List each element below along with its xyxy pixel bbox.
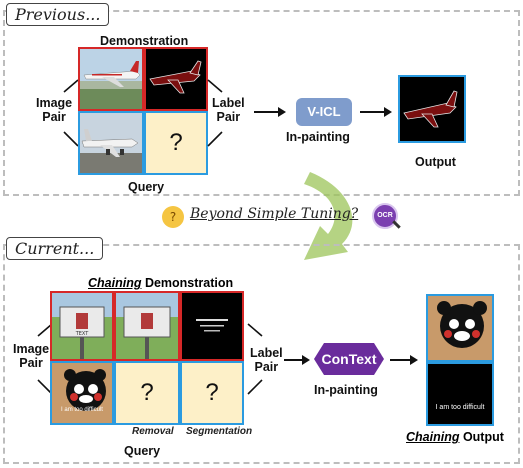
billboard-photo-image: TEXT [52, 293, 112, 359]
query-airplane-image [80, 129, 142, 173]
output-label: Output [415, 155, 456, 169]
output-word: Output [459, 430, 504, 444]
image-pair-label: Image Pair [36, 96, 73, 124]
output-caption-text: I am too difficult [435, 404, 485, 411]
segmentation-label: Segmentation [186, 426, 253, 437]
output-mask-image [403, 90, 458, 128]
context-inpainting-label: In-painting [314, 383, 378, 397]
current-label-pair-bracket [247, 323, 263, 395]
query-airplane-photo [78, 111, 144, 175]
airplane-mask-image [149, 60, 202, 94]
current-query-label: Query [124, 444, 161, 458]
previous-panel [3, 10, 520, 196]
vicl-inpainting-label: In-painting [286, 130, 350, 144]
ocr-magnifier-icon: OCR [372, 203, 402, 233]
kumamon-photo-image [64, 369, 106, 411]
removal-label: Removal [132, 426, 174, 437]
context-hexagon-shape [314, 343, 384, 375]
output-kumamon-image [437, 301, 487, 348]
demonstration-word: Demonstration [141, 276, 234, 290]
query-kumamon-photo: I am too difficult [50, 361, 114, 425]
curved-transition-arrow [304, 172, 353, 260]
demonstration-label: Demonstration [100, 34, 189, 48]
query-caption-text: I am too difficult [61, 407, 103, 413]
image-pair-bracket [63, 79, 79, 147]
chaining-output-label: Chaining Output [406, 430, 504, 444]
arrow-to-vicl [254, 107, 286, 117]
current-image-pair-bracket [37, 323, 53, 395]
arrow-to-chaining-output [390, 355, 418, 365]
context-model-button: ConText [314, 343, 384, 375]
removal-unknown-cell: ? [114, 361, 180, 425]
query-label: Query [128, 180, 165, 194]
segmentation-unknown-cell: ? [180, 361, 244, 425]
label-pair-bracket [207, 79, 223, 147]
arrow-to-context [284, 355, 310, 365]
text-segmentation-image [196, 319, 228, 332]
context-label: ConText [321, 351, 377, 367]
current-tag: Current... [6, 237, 104, 260]
chaining-word: Chaining [88, 276, 142, 290]
beyond-simple-tuning-question: Beyond Simple Tuning? [190, 206, 359, 222]
demo-billboard-photo: TEXT [50, 291, 114, 361]
airplane-photo-image [80, 61, 142, 109]
output-chaining-word: Chaining [406, 430, 460, 444]
arrow-to-output [360, 107, 392, 117]
previous-output-image [398, 75, 466, 143]
chaining-demonstration-label: Chaining Demonstration [88, 276, 233, 290]
svg-text:TEXT: TEXT [75, 331, 90, 337]
demo-text-segmentation [180, 291, 244, 361]
demo-airplane-mask [144, 47, 208, 111]
current-label-pair-label: Label Pair [250, 346, 283, 374]
query-unknown-cell: ? [144, 111, 208, 175]
demo-airplane-photo [78, 47, 144, 111]
billboard-removed-image [116, 293, 178, 359]
chaining-output-top-image [426, 294, 494, 362]
thinking-face-icon: ? [162, 206, 184, 228]
label-pair-label: Label Pair [212, 96, 245, 124]
previous-tag: Previous... [6, 3, 110, 26]
current-panel [3, 244, 520, 464]
chaining-output-bottom-image: I am too difficult [426, 362, 494, 426]
vicl-model-button: V-ICL [296, 98, 352, 126]
demo-billboard-text-removed [114, 291, 180, 361]
current-image-pair-label: Image Pair [13, 342, 50, 370]
